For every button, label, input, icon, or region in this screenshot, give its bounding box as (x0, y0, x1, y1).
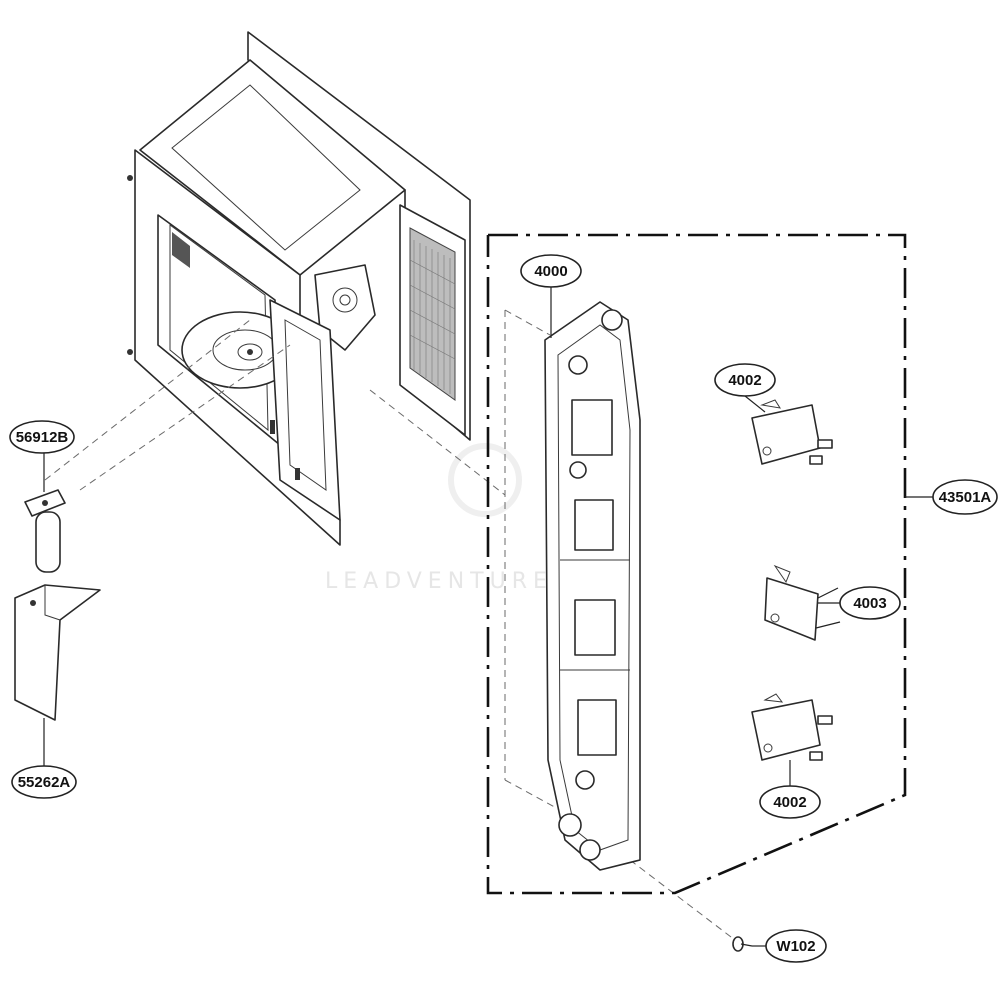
callout-55262A-text: 55262A (18, 774, 71, 791)
watermark: LEADVENTURE (325, 443, 553, 594)
callout-43501A-text: 43501A (939, 489, 992, 506)
callout-4003: 4003 (839, 586, 901, 620)
leaders (43, 287, 935, 947)
interlock-bracket-4000 (544, 301, 641, 871)
microwave-cavity-assembly (127, 31, 471, 546)
watermark-text: LEADVENTURE (325, 569, 553, 594)
callout-4002-top: 4002 (714, 363, 776, 397)
bracket-55262A (14, 584, 101, 721)
callout-4000: 4000 (520, 254, 582, 288)
callout-55262A: 55262A (11, 765, 77, 799)
screw-W102 (732, 936, 753, 952)
assembly-boundary-43501A (486, 233, 907, 895)
assembly-dash-lines (44, 309, 736, 941)
callout-56912B: 56912B (9, 420, 75, 454)
micro-switch-4002-bottom (751, 693, 833, 761)
callout-4003-text: 4003 (853, 595, 886, 612)
callout-4002-top-text: 4002 (728, 372, 761, 389)
callout-W102-text: W102 (776, 938, 815, 955)
micro-switch-4002-top (751, 399, 833, 465)
callout-W102: W102 (765, 929, 827, 963)
callout-4002-bottom: 4002 (759, 785, 821, 819)
fuse-holder-56912B (24, 489, 66, 573)
micro-switch-4003 (764, 564, 841, 641)
callout-43501A: 43501A (932, 479, 998, 515)
callout-56912B-text: 56912B (16, 429, 69, 446)
callout-4000-text: 4000 (534, 263, 567, 280)
callout-4002-bottom-text: 4002 (773, 794, 806, 811)
